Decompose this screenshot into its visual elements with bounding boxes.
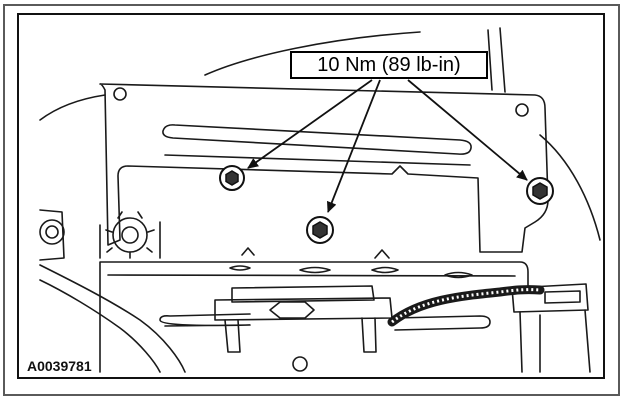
seat-frame-tube [39,264,186,373]
mounting-hole [113,87,127,101]
seat-frame-curve [539,134,601,241]
side-bolt [39,219,65,245]
side-bolt-head [45,225,59,239]
wire-connector-body [231,285,375,303]
adjuster-gear-teeth [105,211,155,259]
leader-arrow-left [247,79,373,169]
leader-arrow-right [407,79,528,181]
connector-hole [292,356,308,372]
seat-frame-rail [487,29,493,91]
bolt-left [219,165,245,191]
track-slot [299,266,331,274]
adjuster-gear-hub [121,226,139,244]
track-slot [444,271,473,279]
seat-frame-rail [499,27,506,93]
lower-slot [159,313,251,327]
lower-slot [394,315,491,331]
track-tab [241,247,255,256]
torque-callout: 10 Nm (89 lb-in) [290,51,488,79]
seat-frame-tube [39,279,161,373]
lower-track [99,261,529,373]
figure-inner-frame [17,13,605,379]
wire-connector-leg [361,317,377,353]
plate-edge [164,154,471,166]
mounting-hole [515,103,529,117]
adjustment-slot [162,124,472,155]
harness-connector-body [519,309,591,373]
figure-id-label: A0039781 [27,358,92,374]
track-tab [374,249,390,259]
bolt-right [526,177,554,205]
wire-connector-clip [269,301,315,319]
harness-connector-lock [544,290,581,304]
wiring-harness [387,285,545,327]
track-slot [229,265,251,271]
upper-bracket-plate [99,83,549,253]
leader-arrow-center [327,79,381,213]
wire-connector-leg [224,319,241,353]
adjuster-housing [99,221,161,259]
bolt-center [306,216,334,244]
side-bracket [39,209,65,261]
seat-frame-curve [204,31,421,76]
seat-frame-curve [39,94,106,121]
lower-track-edge [107,274,516,277]
track-slot [371,266,399,274]
harness-connector [511,283,589,313]
